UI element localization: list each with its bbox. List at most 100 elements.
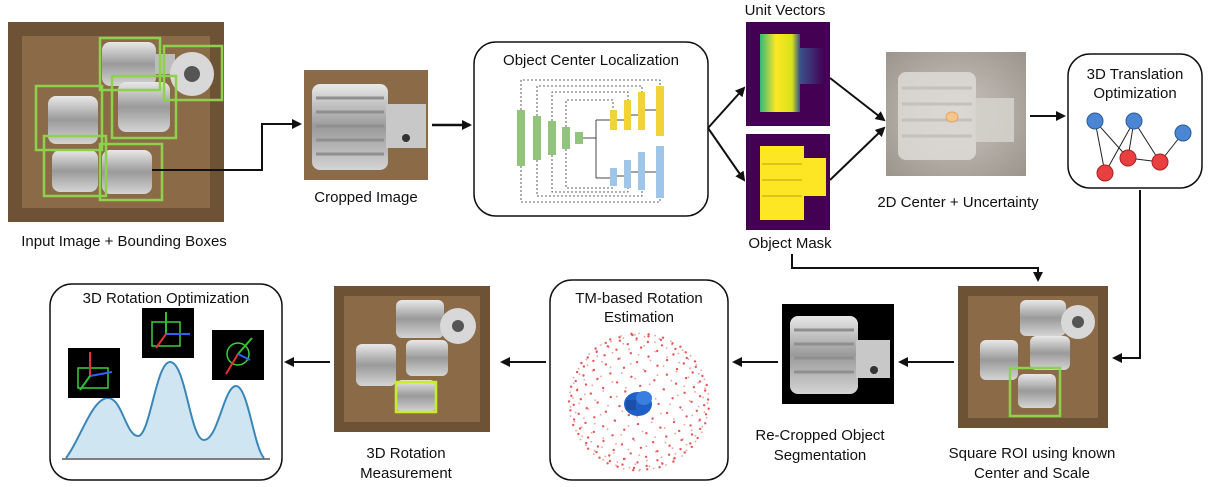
viewpoint-dot xyxy=(629,352,632,355)
viewpoint-dot xyxy=(675,370,678,373)
viewpoint-dot xyxy=(656,459,659,462)
viewpoint-dot xyxy=(668,444,671,447)
viewpoint-dot xyxy=(591,384,594,387)
viewpoint-dot xyxy=(706,398,710,401)
viewpoint-dot xyxy=(569,406,572,408)
viewpoint-dot xyxy=(639,446,643,449)
viewpoint-dot xyxy=(572,382,575,385)
viewpoint-dot xyxy=(574,379,577,383)
viewpoint-dot xyxy=(630,332,633,335)
viewpoint-dot xyxy=(584,383,588,386)
viewpoint-dot xyxy=(667,453,671,456)
viewpoint-dot xyxy=(647,335,650,338)
viewpoint-dot xyxy=(583,393,586,396)
arrow-input-to-cropped xyxy=(152,119,302,171)
viewpoint-dot xyxy=(632,437,635,440)
viewpoint-dot xyxy=(657,402,660,406)
viewpoint-dot xyxy=(681,409,684,411)
viewpoint-dot xyxy=(646,459,648,462)
viewpoint-dot xyxy=(672,353,675,356)
viewpoint-dot xyxy=(624,457,627,460)
graph-node-blue xyxy=(1086,112,1104,130)
viewpoint-dot xyxy=(705,383,708,387)
viewpoint-dot xyxy=(622,457,626,461)
viewpoint-dot xyxy=(665,373,669,376)
viewpoint-dot xyxy=(634,377,637,380)
translation-optimization-box: 3D Translation Optimization xyxy=(1067,53,1203,189)
bounding-box xyxy=(34,84,104,152)
viewpoint-dot xyxy=(567,400,571,403)
object-mask-image xyxy=(746,134,830,230)
viewpoint-dot xyxy=(645,432,648,435)
viewpoint-dot xyxy=(656,364,659,367)
viewpoint-dot xyxy=(592,368,596,372)
viewpoint-dot xyxy=(569,385,573,388)
viewpoint-dot xyxy=(685,415,688,418)
viewpoint-dot xyxy=(620,434,623,436)
viewpoint-dot xyxy=(679,406,682,409)
viewpoint-dot xyxy=(603,354,606,357)
arrow-mask-to-roi xyxy=(791,254,1043,282)
viewpoint-dot xyxy=(661,336,665,339)
viewpoint-dot xyxy=(689,354,692,357)
viewpoint-dot xyxy=(636,415,639,418)
viewpoint-dot xyxy=(703,404,706,407)
graph-node-red xyxy=(1151,153,1169,171)
viewpoint-dot xyxy=(650,421,653,424)
unit-vectors-image xyxy=(746,22,830,126)
viewpoint-dot xyxy=(654,397,657,400)
viewpoint-dot xyxy=(578,402,580,405)
viewpoint-dot xyxy=(665,411,669,415)
viewpoint-dot xyxy=(626,343,629,346)
viewpoint-dot xyxy=(704,387,706,390)
object-mask-label: Object Mask xyxy=(748,235,832,252)
viewpoint-dot xyxy=(693,360,697,363)
viewpoint-dot xyxy=(639,468,641,471)
viewpoint-dot xyxy=(618,336,621,339)
recropped-label-line1: Re-Cropped Object xyxy=(755,427,885,444)
viewpoint-dot xyxy=(648,465,651,468)
viewpoint-dot xyxy=(676,394,679,397)
viewpoint-dot xyxy=(687,358,690,361)
viewpoint-dot xyxy=(648,383,651,386)
viewpoint-dot xyxy=(659,426,662,429)
viewpoint-dot xyxy=(654,350,656,353)
viewpoint-dot xyxy=(690,445,693,449)
gear-part xyxy=(52,150,98,192)
viewpoint-dot xyxy=(583,379,586,381)
viewpoint-dot xyxy=(627,448,630,451)
viewpoint-dot xyxy=(639,384,642,388)
viewpoint-dot xyxy=(577,367,580,370)
viewpoint-dot xyxy=(621,410,624,413)
center-uncertainty-label: 2D Center + Uncertainty xyxy=(877,194,1039,211)
viewpoint-dot xyxy=(673,456,676,460)
pose-hypothesis-thumbnail xyxy=(212,330,264,380)
cropped-image-label: Cropped Image xyxy=(314,189,417,206)
viewpoint-dot xyxy=(677,352,680,355)
viewpoint-dot xyxy=(574,411,577,414)
encoder-layer xyxy=(548,121,556,155)
viewpoint-dot xyxy=(661,462,663,464)
translation-optimization-title-line2: Optimization xyxy=(1093,85,1176,102)
viewpoint-dot xyxy=(683,391,686,394)
viewpoint-dot xyxy=(701,425,704,428)
viewpoint-dot xyxy=(596,355,599,358)
viewpoint-dot xyxy=(632,466,636,470)
viewpoint-dot xyxy=(658,338,661,340)
viewpoint-dot xyxy=(672,460,675,463)
encoder-layer xyxy=(575,132,583,144)
viewpoint-dot xyxy=(659,338,663,342)
viewpoint-dot xyxy=(671,342,674,345)
viewpoint-dot xyxy=(596,377,599,381)
viewpoint-dot xyxy=(611,434,614,437)
bounding-box xyxy=(98,36,162,92)
viewpoint-dot xyxy=(697,372,700,375)
graph-node-red xyxy=(1096,164,1114,182)
viewpoint-sphere xyxy=(567,332,710,472)
input-image xyxy=(8,22,224,222)
viewpoint-dot xyxy=(573,420,576,423)
viewpoint-dot xyxy=(678,429,681,433)
viewpoint-dot xyxy=(606,462,609,465)
viewpoint-dot xyxy=(600,344,602,346)
viewpoint-dot xyxy=(592,359,595,363)
